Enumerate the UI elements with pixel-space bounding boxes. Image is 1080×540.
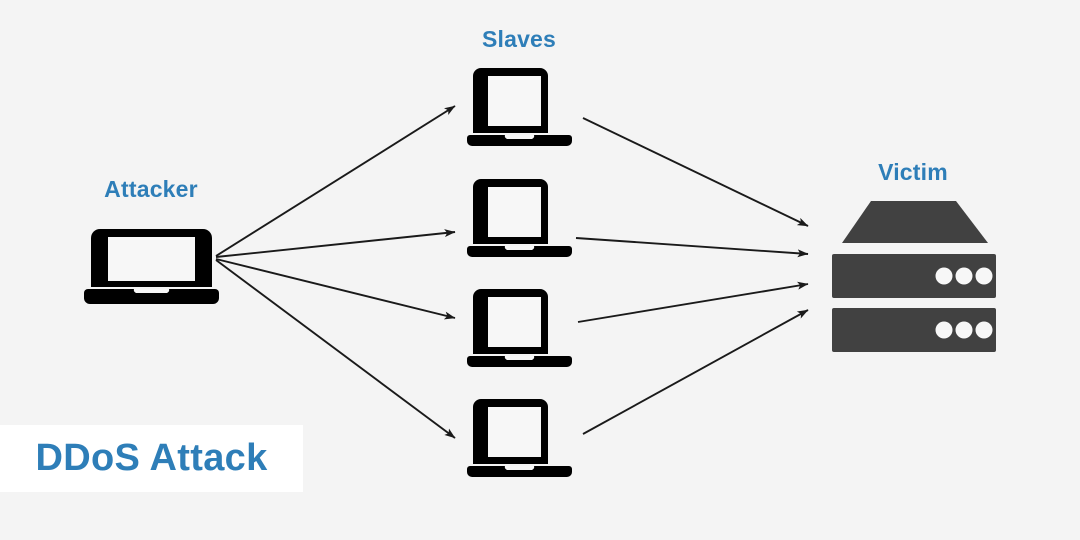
server-indicator-dot [955, 267, 973, 285]
laptop-icon [467, 399, 572, 477]
arrow-slave-1-victim [582, 117, 809, 227]
server-bay-2 [832, 308, 996, 352]
server-top-icon [842, 201, 988, 243]
arrow-attacker-slave-1 [215, 105, 456, 257]
laptop-icon [467, 289, 572, 367]
server-bay-1 [832, 254, 996, 298]
attacker-to-slaves-arrows [215, 105, 456, 439]
server-indicator-dot [955, 321, 973, 339]
attacker-node[interactable] [84, 229, 219, 304]
arrow-slave-3-victim [577, 281, 809, 323]
server-indicator-dot [935, 267, 953, 285]
laptop-icon [84, 229, 219, 304]
arrow-slave-2-victim [575, 237, 809, 258]
attacker-label: Attacker [104, 176, 198, 202]
laptop-icon [467, 68, 572, 146]
slaves-to-victim-arrows [575, 117, 809, 435]
arrow-attacker-slave-3 [215, 258, 456, 320]
server-indicator-dot [935, 321, 953, 339]
laptop-icon [467, 179, 572, 257]
slaves-label: Slaves [481, 26, 557, 52]
slave-node-4[interactable] [467, 399, 572, 477]
arrow-attacker-slave-4 [215, 259, 456, 439]
slave-node-3[interactable] [467, 289, 572, 367]
server-indicator-dot [975, 267, 993, 285]
victim-node[interactable] [832, 201, 996, 352]
slave-node-1[interactable] [467, 68, 572, 146]
server-icon [832, 201, 996, 352]
title-band [0, 425, 303, 492]
arrow-slave-4-victim [582, 309, 809, 435]
slave-node-2[interactable] [467, 179, 572, 257]
victim-label: Victim [878, 159, 948, 185]
arrow-attacker-slave-2 [215, 229, 456, 258]
server-indicator-dot [975, 321, 993, 339]
page-title: DDoS Attack [35, 437, 268, 479]
